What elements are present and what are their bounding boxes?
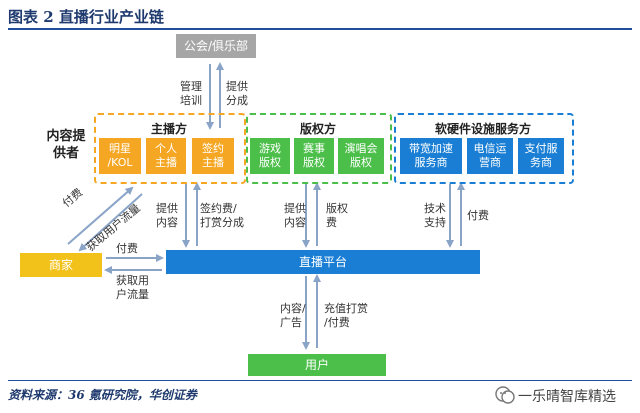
anchor-star-kol: 明星 /KOL: [99, 138, 141, 174]
infra-bandwidth: 带宽加速 服务商: [400, 138, 462, 174]
label-sign-fee: 签约费/ 打赏分成: [200, 202, 244, 229]
infra-payment: 支付服 务商: [518, 138, 564, 174]
label-get-traffic: 获取用 户流量: [116, 274, 149, 301]
anchor-individual: 个人 主播: [146, 138, 186, 174]
label-pay-merchant: 付费: [116, 242, 138, 255]
infra-telecom: 电信运 营商: [467, 138, 513, 174]
figure-title: 图表 2 直播行业产业链: [8, 8, 164, 26]
arrow-content-to-merchant: [78, 193, 143, 252]
label-pay-infra: 付费: [467, 209, 489, 222]
copyright-esports: 赛事 版权: [294, 138, 334, 174]
footer-rule: [8, 380, 632, 381]
wechat-logo-icon: [494, 384, 516, 406]
platform-node: 直播平台: [166, 250, 480, 274]
infra-group-label: 软硬件设施服务方: [434, 122, 531, 136]
label-manage-train: 管理 培训: [180, 80, 202, 107]
label-content-ads: 内容/ 广告: [280, 302, 306, 329]
copyright-concert: 演唱会 版权: [338, 138, 384, 174]
label-recharge-tip: 充值打赏 /付费: [324, 302, 368, 329]
infra-group: [394, 113, 574, 184]
arrow-merchant-to-content: [67, 186, 134, 245]
label-provide-content-copyright: 提供 内容: [284, 202, 306, 229]
anchor-group-label: 主播方: [150, 122, 187, 136]
label-provide-content-anchor: 提供 内容: [156, 202, 178, 229]
copyright-group-label: 版权方: [299, 122, 336, 136]
user-node: 用户: [248, 354, 386, 376]
label-provide-share: 提供 分成: [226, 80, 248, 107]
content-provider-label: 内容提 供者: [46, 129, 86, 161]
label-tech-support: 技术 支持: [424, 202, 446, 229]
merchant-node: 商家: [20, 253, 102, 277]
copyright-game: 游戏 版权: [250, 138, 290, 174]
anchor-signed: 签约 主播: [192, 138, 234, 174]
guild-node: 公会/俱乐部: [176, 34, 256, 58]
title-rule: [8, 28, 632, 30]
anchor-group: [94, 113, 246, 184]
source-note: 资料来源：36 氪研究院，华创证券: [8, 388, 197, 402]
label-copyright-fee: 版权 费: [326, 202, 348, 229]
watermark-text: 一乐晴智库精选: [518, 389, 616, 405]
copyright-group: [246, 113, 392, 184]
